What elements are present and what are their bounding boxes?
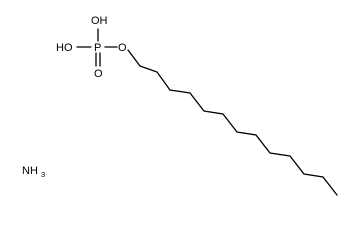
atom-phosphorus: P bbox=[94, 42, 101, 54]
ammonia-subscript: 3 bbox=[41, 170, 45, 179]
bond-o-c1 bbox=[127, 49, 141, 67]
counterion-ammonia: NH 3 bbox=[22, 165, 45, 179]
atom-oh-left: HO bbox=[56, 42, 73, 54]
chemical-structure: OH HO P O O NH 3 bbox=[22, 15, 338, 196]
phosphate-bonds bbox=[76, 28, 141, 67]
dodecyl-chain bbox=[139, 65, 338, 196]
atom-oxygen-ester: O bbox=[118, 42, 127, 54]
ammonia-symbol: NH bbox=[22, 165, 38, 177]
atom-oxygen-double: O bbox=[94, 68, 103, 80]
atom-oh-top: OH bbox=[91, 15, 108, 27]
